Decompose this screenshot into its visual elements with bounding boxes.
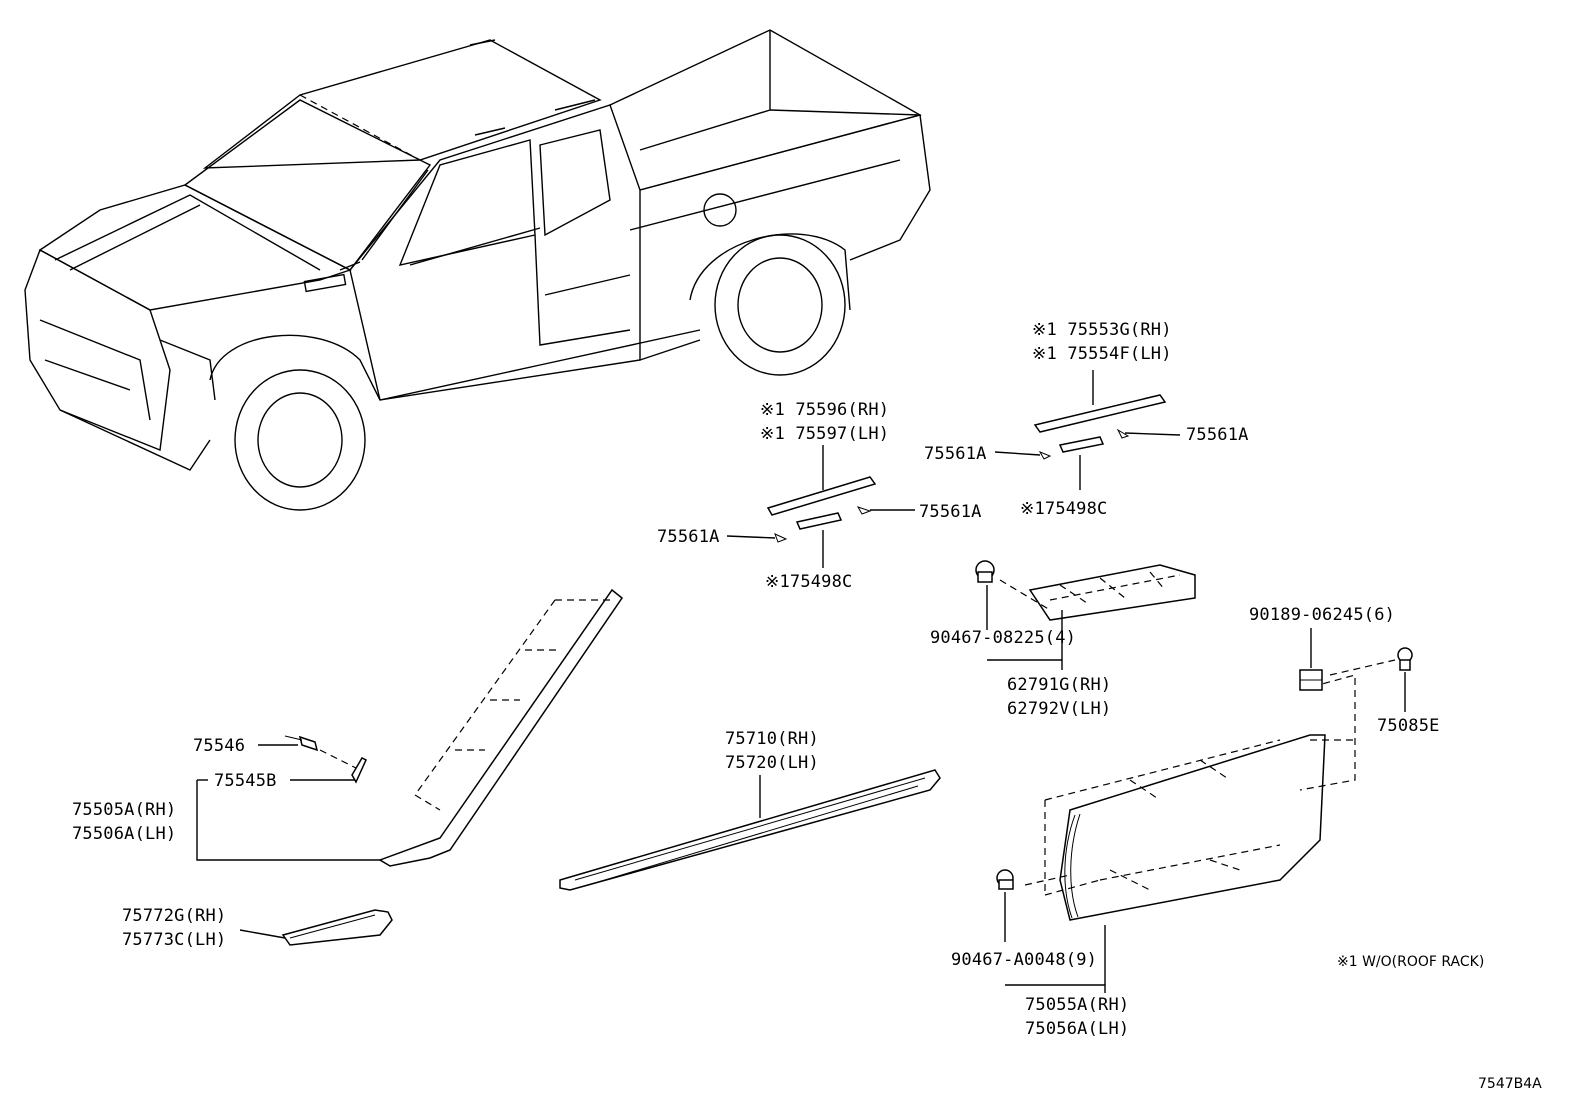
label-75710: 75710(RH) [725,729,819,749]
clip-75545b [351,757,367,784]
label-90189: 90189-06245(6) [1249,605,1395,625]
roof-molding-set-right [994,370,1181,490]
label-75596: ※1 75596(RH) [760,400,889,420]
label-75597: ※1 75597(LH) [760,424,889,444]
fender-flare-group [975,560,1196,670]
label-75498c-2: ※175498C [765,572,853,592]
label-75561a-l2: 75561A [657,527,720,547]
label-75553g: ※1 75553G(RH) [1032,320,1172,340]
label-75561a-r2: 75561A [919,502,982,522]
label-90467-a0048: 90467-A0048(9) [951,950,1097,970]
emblem-group [239,909,393,946]
belt-molding-group [559,769,941,891]
roof-spacer-1 [1058,436,1105,453]
fender-flare-upper [1028,564,1196,621]
door-panel-group [996,628,1413,993]
belt-molding [559,769,941,891]
retainer-clip-icon [1299,669,1323,691]
screw-75546-icon [284,735,319,752]
label-75505a: 75505A(RH) [72,800,176,820]
label-75546: 75546 [193,736,245,756]
truck-illustration [24,29,931,511]
roof-molding-strip-2 [766,476,877,516]
clip-a0048-icon [996,869,1014,890]
pillar-molding [378,588,624,867]
label-75561a-l1: 75561A [924,444,987,464]
diagram-code: 7547B4A [1478,1076,1542,1092]
label-75055a: 75055A(RH) [1025,995,1129,1015]
pillar-molding-group [196,588,624,867]
label-75506a: 75506A(LH) [72,824,176,844]
label-75772g: 75772G(RH) [122,906,226,926]
label-75554f: ※1 75554F(LH) [1032,344,1172,364]
label-75056a: 75056A(LH) [1025,1019,1129,1039]
label-75773c: 75773C(LH) [122,930,226,950]
label-90467-08225: 90467-08225(4) [930,628,1076,648]
roof-molding-set-left [726,445,915,568]
roof-spacer-2 [795,512,843,530]
label-75561a-r1: 75561A [1186,425,1249,445]
label-75498c-1: ※175498C [1020,499,1108,519]
label-75545b: 75545B [214,771,277,791]
emblem-plate [281,909,393,946]
label-62791g: 62791G(RH) [1007,675,1111,695]
screw-icon [1397,647,1413,671]
label-75085e: 75085E [1377,716,1440,736]
part-labels: ※1 75553G(RH) ※1 75554F(LH) 75561A 75561… [72,320,1542,1092]
footnote: ※1 W/O(ROOF RACK) [1337,954,1484,970]
label-75720: 75720(LH) [725,753,819,773]
clip-icon [975,560,995,583]
label-62792v: 62792V(LH) [1007,699,1111,719]
door-panel [1059,734,1326,921]
roof-molding-strip-1 [1033,394,1167,433]
